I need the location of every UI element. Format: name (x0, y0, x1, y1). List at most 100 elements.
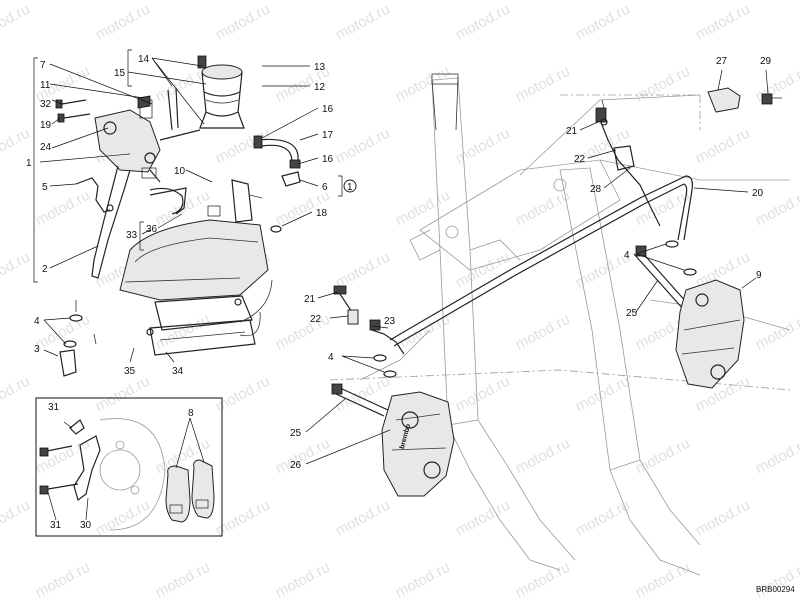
callout-6: 6 (322, 182, 328, 193)
watermark-text: motod.ru (33, 559, 93, 600)
group-brackets (33, 49, 343, 283)
watermark-text: motod.ru (333, 497, 393, 540)
watermark-text: motod.ru (153, 559, 213, 600)
watermark-text: motod.ru (753, 435, 800, 478)
callout-14: 14 (138, 54, 150, 65)
watermark-text: motod.ru (693, 1, 753, 44)
callout-12: 12 (314, 82, 326, 93)
leader-lines (39, 57, 769, 521)
callout-32: 32 (40, 99, 52, 110)
watermark-text: motod.ru (633, 559, 693, 600)
callout-7: 7 (40, 60, 46, 71)
callout-3: 3 (34, 344, 40, 355)
callout-26: 26 (290, 460, 302, 471)
callout-31-bottom: 31 (50, 520, 62, 531)
callout-15: 15 (114, 68, 126, 79)
callout-27: 27 (716, 56, 728, 67)
right-brake-caliper (633, 245, 745, 389)
callout-4-left: 4 (34, 316, 40, 327)
callout-11: 11 (40, 80, 51, 91)
watermark-text: motod.ru (753, 311, 800, 354)
callout-10: 10 (174, 166, 186, 177)
callout-1: 1 (26, 158, 32, 169)
inset-detail (35, 397, 223, 537)
master-cylinder-assembly (55, 55, 245, 377)
watermark-text: motod.ru (33, 311, 93, 354)
watermark-text: motod.ru (453, 373, 513, 416)
reservoir-hose (253, 135, 301, 233)
brake-line-assembly (333, 87, 782, 378)
callout-16-bottom: 16 (322, 154, 334, 165)
callout-31-top: 31 (48, 402, 60, 413)
front-fork-drawing (329, 73, 791, 576)
reference-circle (343, 179, 357, 193)
watermark-text: motod.ru (513, 63, 573, 106)
watermark-text: motod.ru (333, 249, 393, 292)
watermark-text: motod.ru (573, 373, 633, 416)
callout-29: 29 (760, 56, 772, 67)
left-brake-caliper: brembo (331, 383, 455, 497)
callout-30: 30 (80, 520, 92, 531)
callout-33: 33 (126, 230, 138, 241)
callout-13: 13 (314, 62, 326, 73)
cover-assembly (119, 179, 273, 356)
watermark-text: motod.ru (333, 125, 393, 168)
callout-4-right: 4 (624, 250, 630, 261)
callout-20: 20 (752, 188, 764, 199)
watermark-text: motod.ru (513, 311, 573, 354)
watermark-text: motod.ru (513, 187, 573, 230)
watermark-text: motod.ru (273, 559, 333, 600)
callout-19: 19 (40, 120, 52, 131)
watermark-text: motod.ru (633, 435, 693, 478)
watermark-text: motod.ru (0, 497, 33, 540)
callout-36: 36 (146, 224, 158, 235)
watermark-text: motod.ru (93, 497, 153, 540)
drawing-code: BRB00294 (756, 585, 795, 594)
watermark-text: motod.ru (213, 1, 273, 44)
callout-28: 28 (590, 184, 602, 195)
watermark-text: motod.ru (33, 187, 93, 230)
watermark-text: motod.ru (273, 435, 333, 478)
watermark-text: motod.ru (453, 497, 513, 540)
watermark-text: motod.ru (93, 1, 153, 44)
watermark-text: motod.ru (453, 1, 513, 44)
watermark-text: motod.ru (93, 373, 153, 416)
watermark-text: motod.ru (393, 559, 453, 600)
watermark-text: motod.ru (693, 497, 753, 540)
callout-2: 2 (42, 264, 48, 275)
callout-5: 5 (42, 182, 48, 193)
watermark-text: motod.ru (273, 311, 333, 354)
callout-22-upper: 22 (574, 154, 586, 165)
callout-8: 8 (188, 408, 194, 419)
watermark-text: motod.ru (393, 187, 453, 230)
watermark-text: motod.ru (513, 435, 573, 478)
callout-21-lower: 21 (304, 294, 316, 305)
callout-16-top: 16 (322, 104, 334, 115)
watermark-text: motod.ru (513, 559, 573, 600)
callout-4-lower: 4 (328, 352, 334, 363)
watermark-text: motod.ru (753, 63, 800, 106)
watermark-text: motod.ru (453, 249, 513, 292)
callout-23: 23 (384, 316, 396, 327)
callout-34: 34 (172, 366, 184, 377)
watermark-text: motod.ru (0, 1, 33, 44)
callout-35: 35 (124, 366, 136, 377)
watermark-text: motod.ru (633, 63, 693, 106)
callout-25-right: 25 (626, 308, 638, 319)
watermark-text: motod.ru (573, 1, 633, 44)
watermark-text: motod.ru (573, 497, 633, 540)
callout-labels: 7 11 32 19 24 1 5 2 14 15 13 12 16 17 16… (26, 54, 772, 531)
callout-22-lower: 22 (310, 314, 322, 325)
watermark-text: motod.ru (333, 1, 393, 44)
watermark-text: motod.ru (0, 373, 33, 416)
callout-25-left: 25 (290, 428, 302, 439)
callout-17: 17 (322, 130, 334, 141)
watermark-text: motod.ru (153, 311, 213, 354)
watermark-text: motod.ru (693, 125, 753, 168)
callout-1-circled: 1 (347, 182, 353, 193)
watermark-text: motod.ru (0, 249, 33, 292)
callout-9: 9 (756, 270, 762, 281)
